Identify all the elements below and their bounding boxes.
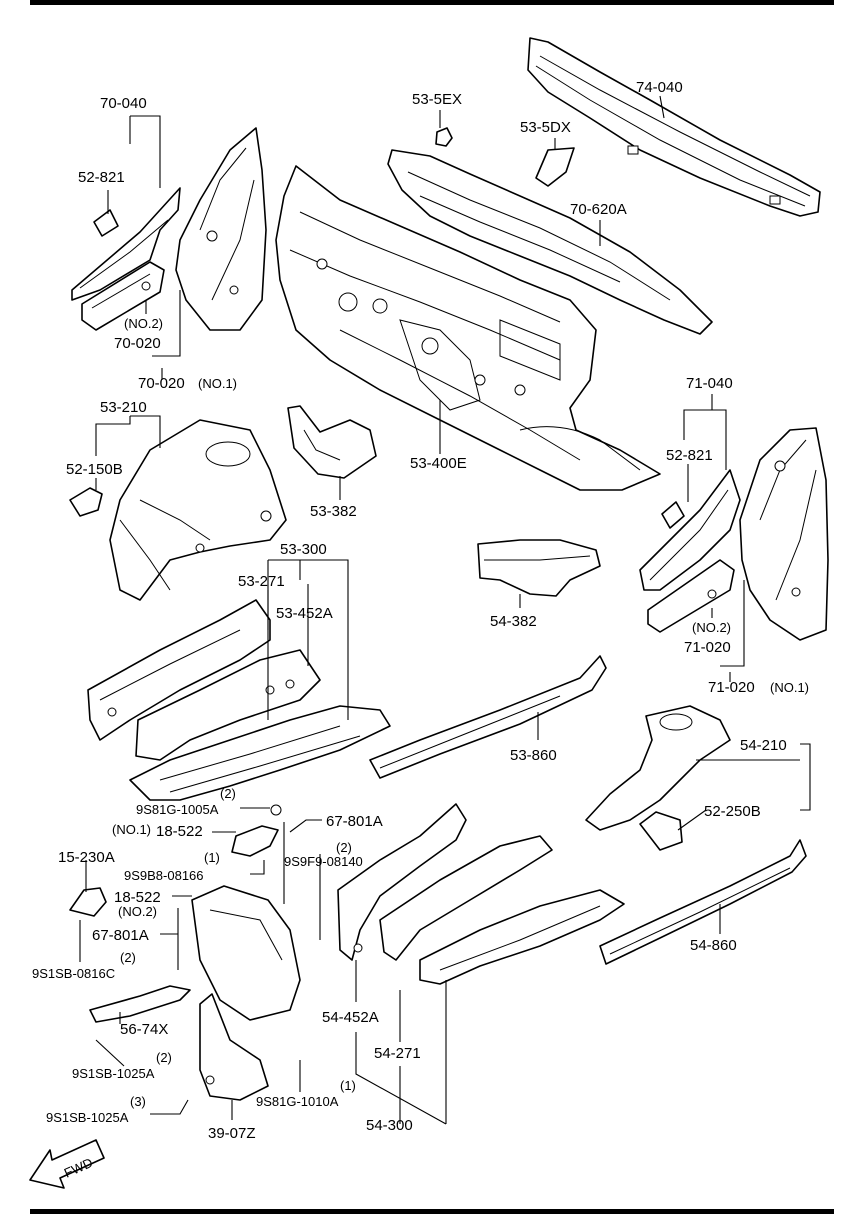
label-71-020-no1-tag: (NO.1)	[770, 680, 809, 695]
part-74-040	[527, 37, 821, 217]
label-9S9F9-08140: 9S9F9-08140	[284, 854, 363, 869]
part-lower-left-group	[69, 804, 301, 1101]
qty-9S9F9-08140: (2)	[336, 840, 352, 855]
label-53-5EX: 53-5EX	[412, 91, 462, 108]
part-53-210	[69, 419, 287, 601]
label-9S1SB-0816C: 9S1SB-0816C	[32, 966, 115, 981]
label-9S81G-1010A: 9S81G-1010A	[256, 1094, 339, 1109]
label-52-821-left: 52-821	[78, 169, 125, 186]
label-52-150B: 52-150B	[66, 461, 123, 478]
label-15-230A: 15-230A	[58, 849, 115, 866]
label-67-801A-top: 67-801A	[326, 813, 383, 830]
label-71-020-no2-tag: (NO.2)	[692, 620, 731, 635]
label-52-821-right: 52-821	[666, 447, 713, 464]
part-54-300-assembly	[337, 803, 625, 985]
label-54-271: 54-271	[374, 1045, 421, 1062]
label-54-300: 54-300	[366, 1117, 413, 1134]
label-53-860: 53-860	[510, 747, 557, 764]
label-71-020-no2: 71-020	[684, 639, 731, 656]
part-53-382	[287, 405, 377, 479]
label-53-271: 53-271	[238, 573, 285, 590]
label-53-400E: 53-400E	[410, 455, 467, 472]
leader-lines	[79, 95, 811, 1125]
fwd-arrow-icon: FWD	[29, 1139, 105, 1189]
qty-9S81G-1010A: (1)	[340, 1078, 356, 1093]
part-53-860	[369, 655, 607, 779]
part-54-382	[477, 539, 601, 597]
label-54-210: 54-210	[740, 737, 787, 754]
label-70-020-no2: 70-020	[114, 335, 161, 352]
label-53-5DX: 53-5DX	[520, 119, 571, 136]
part-53-5EX	[435, 127, 453, 147]
label-67-801A-left: 67-801A	[92, 927, 149, 944]
label-53-382: 53-382	[310, 503, 357, 520]
label-54-452A: 54-452A	[322, 1009, 379, 1026]
label-39-07Z: 39-07Z	[208, 1125, 256, 1142]
label-9S9B8-08166: 9S9B8-08166	[124, 868, 204, 883]
part-54-210	[585, 705, 731, 851]
label-54-382: 54-382	[490, 613, 537, 630]
label-70-020-no1-tag: (NO.1)	[198, 376, 237, 391]
qty-9S1SB-1025A-a: (2)	[156, 1050, 172, 1065]
label-18-522-no2-tag: (NO.2)	[118, 904, 157, 919]
label-71-040: 71-040	[686, 375, 733, 392]
label-9S1SB-1025A-b: 9S1SB-1025A	[46, 1110, 129, 1125]
bottom-border	[30, 1209, 834, 1214]
label-18-522-no2: 18-522	[114, 889, 161, 906]
label-71-020-no1: 71-020	[708, 679, 755, 696]
label-74-040: 74-040	[636, 79, 683, 96]
qty-9S9B8-08166: (1)	[204, 850, 220, 865]
label-70-620A: 70-620A	[570, 201, 627, 218]
part-54-860	[599, 839, 807, 965]
label-54-860: 54-860	[690, 937, 737, 954]
qty-9S1SB-0816C: (2)	[120, 950, 136, 965]
part-70-040-assembly	[71, 127, 267, 331]
label-53-210: 53-210	[100, 399, 147, 416]
part-70-620A	[387, 149, 713, 335]
label-9S81G-1005A: 9S81G-1005A	[136, 802, 219, 817]
label-70-020-no1: 70-020	[138, 375, 185, 392]
label-56-74X: 56-74X	[120, 1021, 168, 1038]
label-53-452A: 53-452A	[276, 605, 333, 622]
part-53-300-assembly	[87, 599, 391, 801]
label-70-040: 70-040	[100, 95, 147, 112]
part-71-040-assembly	[639, 427, 829, 641]
top-border	[30, 0, 834, 5]
label-9S1SB-1025A-a: 9S1SB-1025A	[72, 1066, 155, 1081]
label-18-522-no1-tag: (NO.1)	[112, 822, 151, 837]
qty-9S81G-1005A: (2)	[220, 786, 236, 801]
part-labels: 70-040 52-821 (NO.2) 70-020 70-020 (NO.1…	[32, 79, 809, 1142]
label-70-020-no2-tag: (NO.2)	[124, 316, 163, 331]
label-52-250B: 52-250B	[704, 803, 761, 820]
qty-9S1SB-1025A-b: (3)	[130, 1094, 146, 1109]
part-53-5DX	[535, 147, 575, 187]
label-18-522-no1: 18-522	[156, 823, 203, 840]
part-53-400E	[275, 165, 661, 491]
label-53-300: 53-300	[280, 541, 327, 558]
